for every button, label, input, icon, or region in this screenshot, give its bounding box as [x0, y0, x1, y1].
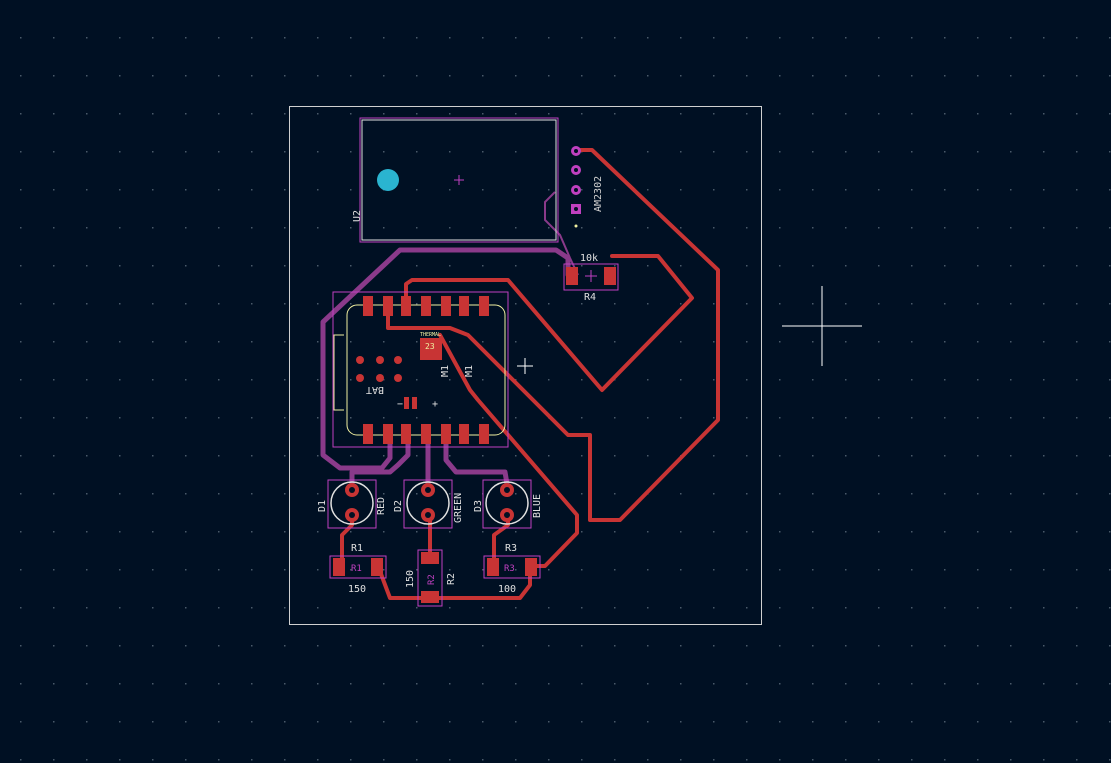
m1-pad-bottom-5[interactable]: [441, 424, 451, 444]
grid-dots: [20, 37, 1111, 761]
d2-ref: D2: [393, 500, 404, 512]
m1-smd-pad-4[interactable]: [356, 374, 364, 382]
d3-ref: D3: [473, 500, 484, 512]
am2302-footprint[interactable]: [571, 146, 581, 228]
m1-smd-pad-1[interactable]: [356, 356, 364, 364]
m1-courtyard: [332, 291, 509, 448]
m1-small-pads[interactable]: [356, 356, 402, 382]
r1-ref: R1: [351, 543, 363, 554]
d1-footprint[interactable]: [327, 479, 377, 529]
m1-pad-top-1[interactable]: [363, 296, 373, 316]
r3-ref: R3: [505, 543, 517, 554]
m1-pad-bottom-4[interactable]: [421, 424, 431, 444]
m1-ref: M1: [440, 365, 451, 377]
m1-pad-top-6[interactable]: [459, 296, 469, 316]
r1-value: 150: [348, 584, 366, 595]
m1-pad-top-7[interactable]: [479, 296, 489, 316]
m1-pads[interactable]: [363, 296, 489, 444]
r3-pad-1[interactable]: [487, 558, 499, 576]
r4-ref: R4: [584, 292, 596, 303]
d2-footprint[interactable]: [403, 479, 453, 529]
r1-pad-2[interactable]: [371, 558, 383, 576]
m1-pad-top-4[interactable]: [421, 296, 431, 316]
r1-pad-1[interactable]: [333, 558, 345, 576]
r3-courtyard: [483, 555, 541, 579]
m1-pin23-label: 23: [425, 342, 435, 351]
m1-smd-pad-3[interactable]: [394, 356, 402, 364]
r3-value: 100: [498, 584, 516, 595]
u2-anchor-icon: [454, 175, 464, 185]
m1-pad-top-3[interactable]: [401, 296, 411, 316]
m1-thermal-pad[interactable]: [420, 338, 442, 360]
d3-footprint[interactable]: [482, 479, 532, 529]
cursor-crosshair-icon: [782, 286, 862, 366]
r4-pad-1[interactable]: [566, 267, 578, 285]
r2-pad-1[interactable]: [421, 552, 439, 564]
m1-pad-bottom-1[interactable]: [363, 424, 373, 444]
d1-value: RED: [376, 497, 387, 515]
bat-plus: +: [432, 399, 438, 410]
r2-pad-2[interactable]: [421, 591, 439, 603]
r4-anchor-icon: [585, 270, 597, 282]
mounting-hole-icon[interactable]: [377, 169, 399, 191]
bat-label: BAT: [366, 384, 384, 395]
m1-anchor-icon: [517, 358, 533, 374]
d3-value: BLUE: [532, 494, 543, 518]
m1-pad-bottom-7[interactable]: [479, 424, 489, 444]
u2-stub-trace[interactable]: [544, 191, 579, 276]
bat-pad-plus[interactable]: [412, 397, 417, 409]
m1-pad-top-2[interactable]: [383, 296, 393, 316]
m1-pad-bottom-2[interactable]: [383, 424, 393, 444]
u2-courtyard: [359, 117, 559, 243]
r2-courtyard: [417, 549, 443, 607]
u2-ref-label: U2: [352, 210, 363, 222]
m1-smd-pad-6[interactable]: [394, 374, 402, 382]
front-copper-traces[interactable]: [340, 148, 720, 600]
m1-smd-pad-5[interactable]: [376, 374, 384, 382]
m1-usb-outline: [333, 334, 344, 411]
m1-smd-pad-2[interactable]: [376, 356, 384, 364]
d2-value: GREEN: [453, 493, 464, 523]
m1-pad-bottom-6[interactable]: [459, 424, 469, 444]
m1-pad-top-5[interactable]: [441, 296, 451, 316]
bat-minus: −: [397, 399, 403, 410]
board-edge-cuts[interactable]: [289, 106, 762, 625]
m1-silkscreen-outline: [346, 304, 506, 436]
r4-courtyard: [563, 263, 619, 291]
am2302-label: AM2302: [593, 176, 604, 212]
d1-ref: D1: [317, 500, 328, 512]
r2-ref: R2: [446, 573, 457, 585]
r2-value: 150: [405, 570, 416, 588]
r3-pad-2[interactable]: [525, 558, 537, 576]
bat-pad-minus[interactable]: [404, 397, 409, 409]
r4-value: 10k: [580, 253, 598, 264]
r2-fab-ref: R2: [427, 574, 437, 585]
u2-footprint-outline[interactable]: [361, 119, 557, 241]
r1-fab-ref: R1: [351, 564, 362, 574]
m1-value: M1: [464, 365, 475, 377]
r4-pad-2[interactable]: [604, 267, 616, 285]
m1-thermal-label: THERMAL: [420, 332, 441, 338]
m1-pad-bottom-3[interactable]: [401, 424, 411, 444]
r3-fab-ref: R3: [504, 564, 515, 574]
r1-courtyard: [329, 555, 387, 579]
